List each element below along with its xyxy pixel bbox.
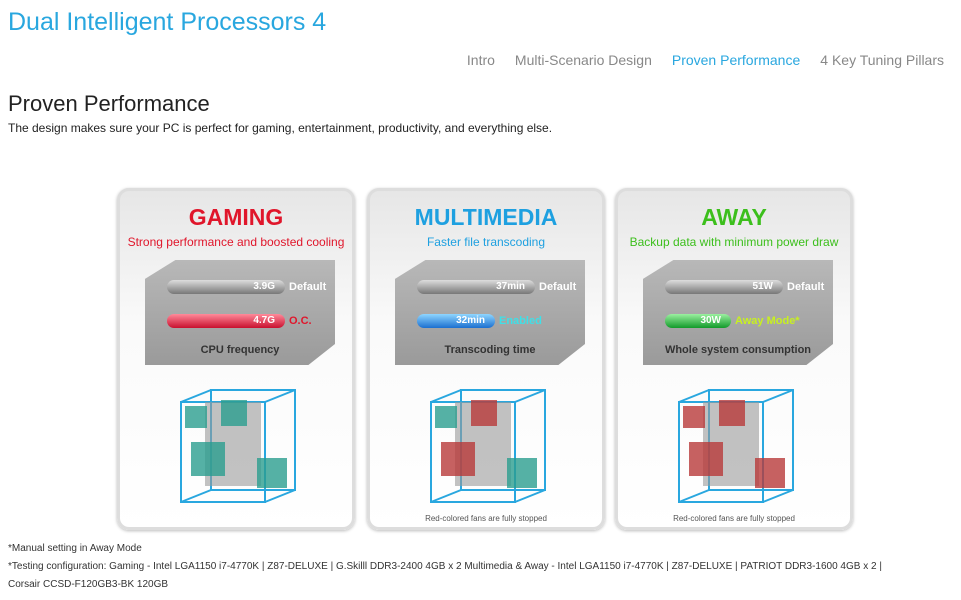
panel-note: Red-colored fans are fully stopped bbox=[673, 514, 795, 523]
page-title: Dual Intelligent Processors 4 bbox=[8, 8, 327, 36]
nav-tuning-pillars[interactable]: 4 Key Tuning Pillars bbox=[820, 52, 944, 68]
scenario-panel-away: AWAY Backup data with minimum power draw… bbox=[615, 188, 853, 530]
footnote-manual: *Manual setting in Away Mode bbox=[8, 543, 142, 554]
nav-multi-scenario[interactable]: Multi-Scenario Design bbox=[514, 52, 652, 68]
panel-title: AWAY bbox=[701, 204, 767, 230]
chart-label: Transcoding time bbox=[444, 344, 536, 356]
pc-case-fans-icon bbox=[430, 389, 546, 503]
comparison-chart: 37min Default 32min Enabled Transcoding … bbox=[395, 260, 585, 365]
mode-label: Away Mode* bbox=[735, 315, 800, 327]
chart-label: CPU frequency bbox=[200, 344, 280, 356]
footnote-testing-cont: Corsair CCSD-F120GB3-BK 120GB bbox=[8, 579, 169, 590]
panel-title: MULTIMEDIA bbox=[414, 204, 558, 230]
section-description: The design makes sure your PC is perfect… bbox=[8, 121, 553, 135]
mode-bar: 32min bbox=[417, 314, 495, 328]
panel-title: GAMING bbox=[188, 204, 284, 230]
default-label: Default bbox=[539, 281, 577, 293]
scenario-panel-multimedia: MULTIMEDIA Faster file transcoding 37min… bbox=[367, 188, 605, 530]
panel-note: Red-colored fans are fully stopped bbox=[425, 514, 547, 523]
mode-label: Enabled bbox=[499, 315, 542, 327]
pc-case-fans-icon bbox=[678, 389, 794, 503]
scenario-panel-gaming: GAMING Strong performance and boosted co… bbox=[117, 188, 355, 530]
panel-subtitle: Backup data with minimum power draw bbox=[629, 235, 839, 249]
mode-label: O.C. bbox=[289, 315, 312, 327]
nav-proven-performance[interactable]: Proven Performance bbox=[671, 52, 801, 68]
panel-subtitle: Faster file transcoding bbox=[426, 235, 546, 249]
default-bar: 37min bbox=[417, 280, 535, 294]
default-bar: 51W bbox=[665, 280, 783, 294]
section-nav: Intro Multi-Scenario Design Proven Perfo… bbox=[467, 52, 944, 68]
nav-intro[interactable]: Intro bbox=[466, 52, 495, 68]
default-label: Default bbox=[787, 281, 825, 293]
comparison-chart: 51W Default 30W Away Mode* Whole system … bbox=[643, 260, 833, 365]
default-label: Default bbox=[289, 281, 327, 293]
default-bar: 3.9G bbox=[167, 280, 285, 294]
mode-bar: 30W bbox=[665, 314, 731, 328]
panel-subtitle: Strong performance and boosted cooling bbox=[127, 235, 345, 249]
pc-case-fans-icon bbox=[180, 389, 296, 503]
footnote-testing: *Testing configuration: Gaming - Intel L… bbox=[8, 561, 882, 572]
chart-label: Whole system consumption bbox=[664, 344, 812, 356]
comparison-chart: 3.9G Default 4.7G O.C. CPU frequency bbox=[145, 260, 335, 365]
section-heading: Proven Performance bbox=[8, 91, 210, 116]
mode-bar: 4.7G bbox=[167, 314, 285, 328]
